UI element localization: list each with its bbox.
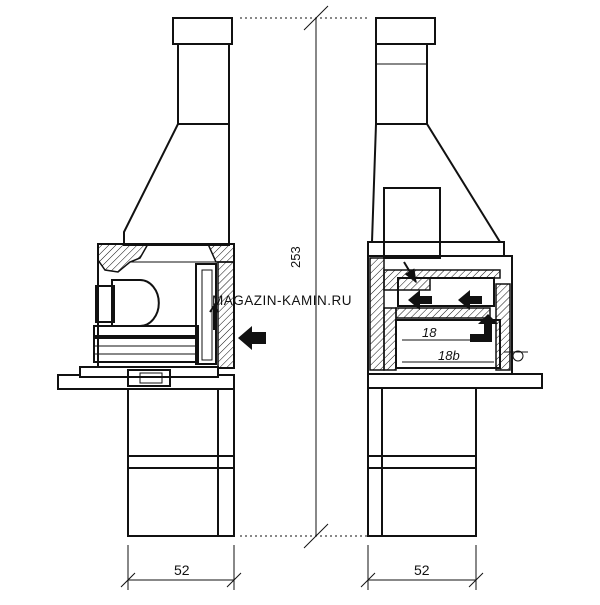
right-left-wall bbox=[369, 257, 385, 371]
right-flow-arrow-up bbox=[470, 314, 498, 342]
width-right-label: 52 bbox=[414, 562, 430, 578]
left-hearth-top bbox=[79, 366, 219, 378]
watermark: MAGAZIN-KAMIN.RU bbox=[212, 293, 352, 308]
right-flow-arrow-down bbox=[403, 261, 417, 284]
width-dimension-left: 52 bbox=[120, 545, 242, 590]
left-grate-upper bbox=[93, 325, 199, 337]
right-valve-icon bbox=[512, 350, 524, 362]
height-label: 253 bbox=[288, 246, 303, 268]
right-hearth-slab bbox=[367, 373, 543, 389]
right-right-wall bbox=[495, 283, 511, 371]
right-view: 18 18b bbox=[367, 17, 543, 537]
right-flow-arrow-left-1 bbox=[408, 290, 432, 310]
right-top-band bbox=[367, 241, 505, 257]
label-18b: 18b bbox=[438, 348, 460, 363]
left-log-end bbox=[95, 285, 115, 323]
left-rear-panel-inner bbox=[201, 269, 213, 361]
left-ash-pan bbox=[127, 369, 171, 387]
right-flow-arrow-left-2 bbox=[458, 290, 482, 310]
right-grill-shelf bbox=[395, 307, 491, 319]
left-top-beam bbox=[97, 243, 150, 273]
left-chimney-cap bbox=[172, 17, 233, 45]
left-up-arrow bbox=[209, 302, 219, 330]
left-base bbox=[127, 388, 235, 537]
width-left-tick bbox=[226, 572, 242, 588]
width-right-tick bbox=[360, 572, 376, 588]
width-right-tick bbox=[468, 572, 484, 588]
left-log bbox=[111, 279, 160, 327]
label-18: 18 bbox=[422, 325, 437, 340]
left-chimney-pipe bbox=[177, 43, 230, 125]
right-hood bbox=[370, 123, 502, 243]
right-chimney-pipe bbox=[375, 43, 428, 125]
right-oven bbox=[395, 319, 501, 369]
right-upper-channel bbox=[383, 269, 501, 291]
left-grate-lower bbox=[93, 337, 199, 363]
left-ash-pan-inner bbox=[139, 372, 163, 384]
left-rear-panel bbox=[195, 263, 217, 365]
left-air-inlet-arrow bbox=[238, 326, 266, 350]
width-left-tick bbox=[120, 572, 136, 588]
right-chimney-cap bbox=[375, 17, 436, 45]
right-base bbox=[367, 387, 477, 537]
width-dimension-right: 52 bbox=[360, 545, 484, 590]
left-hood bbox=[123, 123, 230, 246]
width-left-label: 52 bbox=[174, 562, 190, 578]
left-back-wall bbox=[217, 261, 235, 369]
right-inner-wall bbox=[383, 307, 397, 371]
left-view bbox=[57, 17, 266, 537]
right-flue-box bbox=[383, 187, 441, 259]
right-flue-channel bbox=[397, 277, 495, 307]
left-top-beam-rear bbox=[206, 243, 235, 263]
height-dimension: 253 bbox=[240, 5, 370, 549]
